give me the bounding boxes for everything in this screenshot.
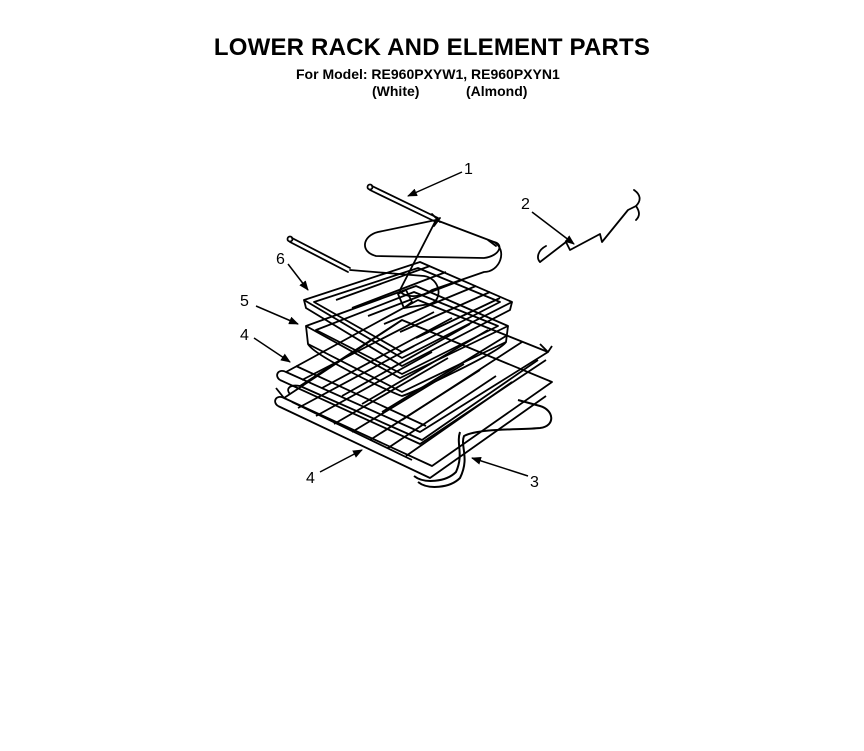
callout-leaders [253, 171, 575, 477]
callout-3: 3 [530, 474, 539, 491]
leader-4-lower [319, 449, 363, 473]
part-6-broiler-grid [303, 261, 513, 367]
part-4-lower-rack [274, 319, 553, 479]
page-title: LOWER RACK AND ELEMENT PARTS [213, 34, 651, 61]
part-5-broiler-pan [305, 285, 509, 397]
leader-1 [407, 171, 463, 197]
model-numbers: For Model: RE960PXYW1, RE960PXYN1 [296, 66, 560, 82]
leader-5 [255, 305, 299, 325]
leader-6 [287, 263, 309, 291]
leader-4-upper [253, 337, 291, 363]
callout-4-lower: 4 [306, 470, 315, 487]
callout-5: 5 [240, 293, 249, 310]
variant-white: (White) [372, 83, 420, 99]
part-3-rack-support [413, 399, 553, 488]
part-1-bake-element [286, 183, 503, 309]
callout-4-upper: 4 [240, 327, 249, 344]
callout-1: 1 [464, 161, 473, 178]
callout-6: 6 [276, 251, 285, 268]
part-2-wire-harness [537, 189, 641, 263]
leader-3 [471, 456, 529, 477]
callout-2: 2 [521, 196, 530, 213]
leader-2 [531, 211, 575, 245]
variant-almond: (Almond) [466, 83, 528, 99]
